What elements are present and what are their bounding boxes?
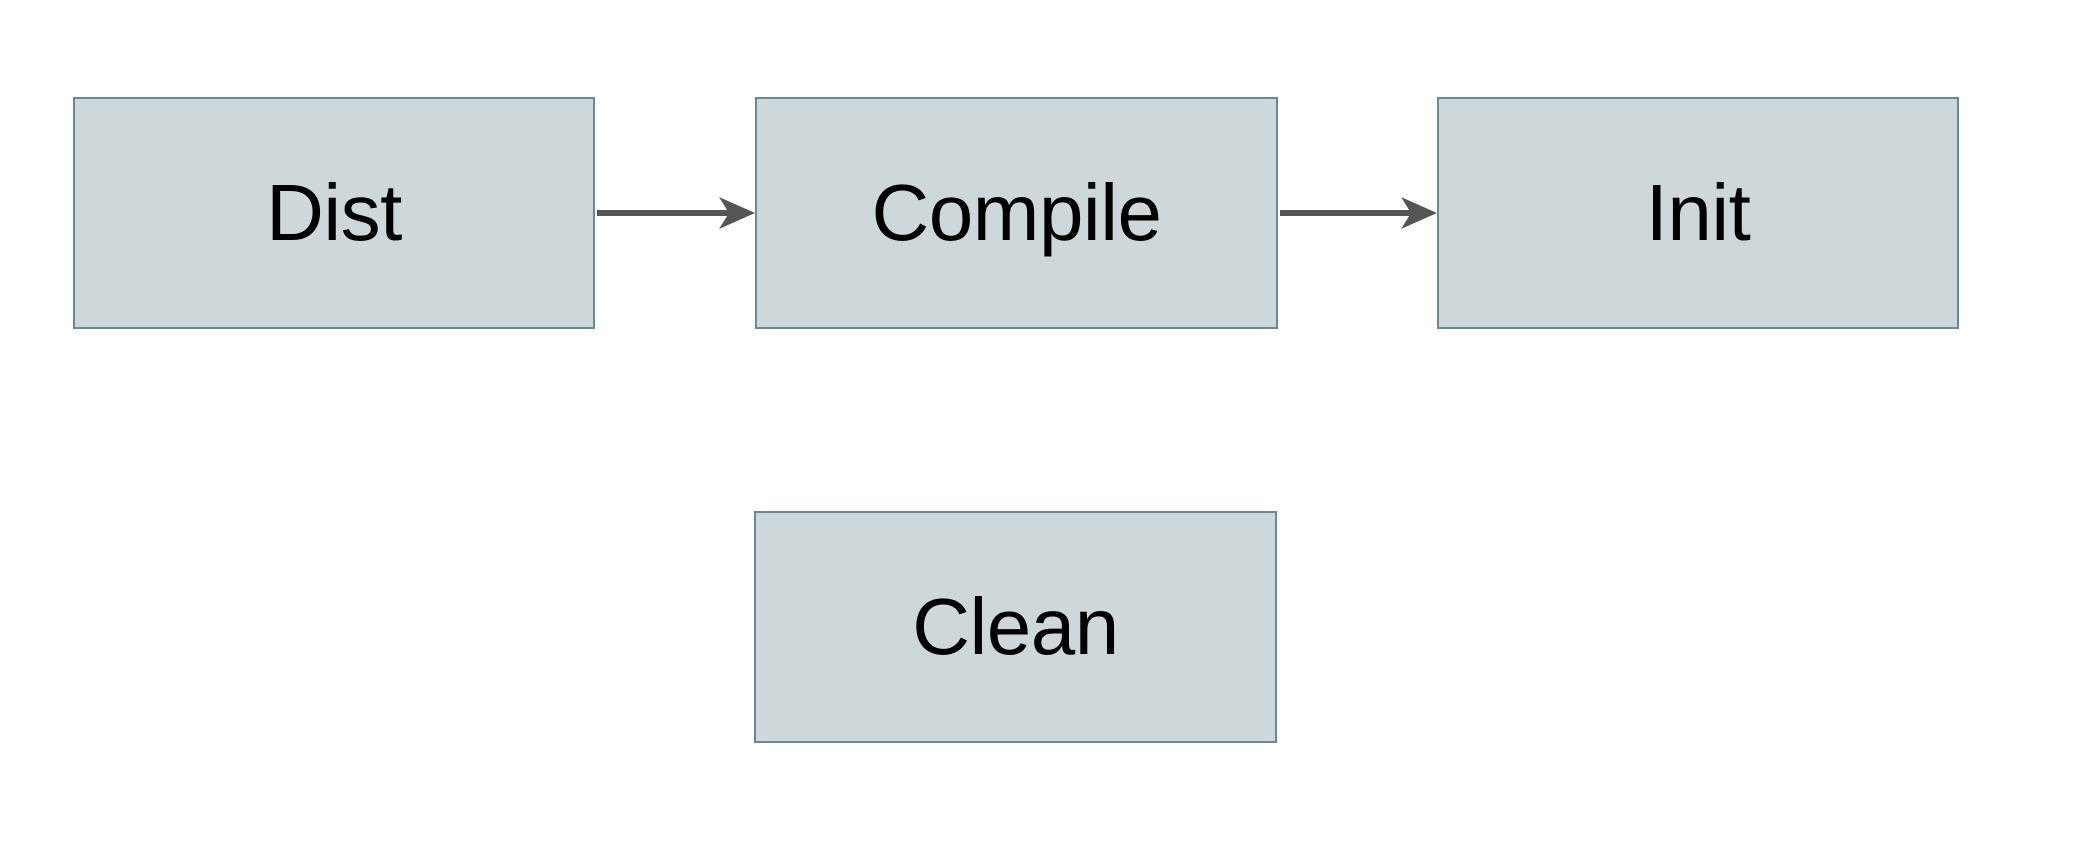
node-init[interactable]: Init — [1437, 97, 1959, 329]
node-compile[interactable]: Compile — [755, 97, 1278, 329]
node-dist-label: Dist — [266, 168, 402, 257]
node-clean[interactable]: Clean — [754, 511, 1277, 743]
node-dist[interactable]: Dist — [73, 97, 595, 329]
edge-compile-to-init — [1280, 193, 1439, 233]
edge-dist-to-compile — [597, 193, 757, 233]
node-clean-label: Clean — [912, 582, 1119, 671]
arrow-compile-to-init-icon — [1280, 197, 1437, 229]
node-compile-label: Compile — [871, 168, 1162, 257]
node-init-label: Init — [1645, 168, 1751, 257]
arrow-dist-to-compile-icon — [597, 197, 755, 229]
